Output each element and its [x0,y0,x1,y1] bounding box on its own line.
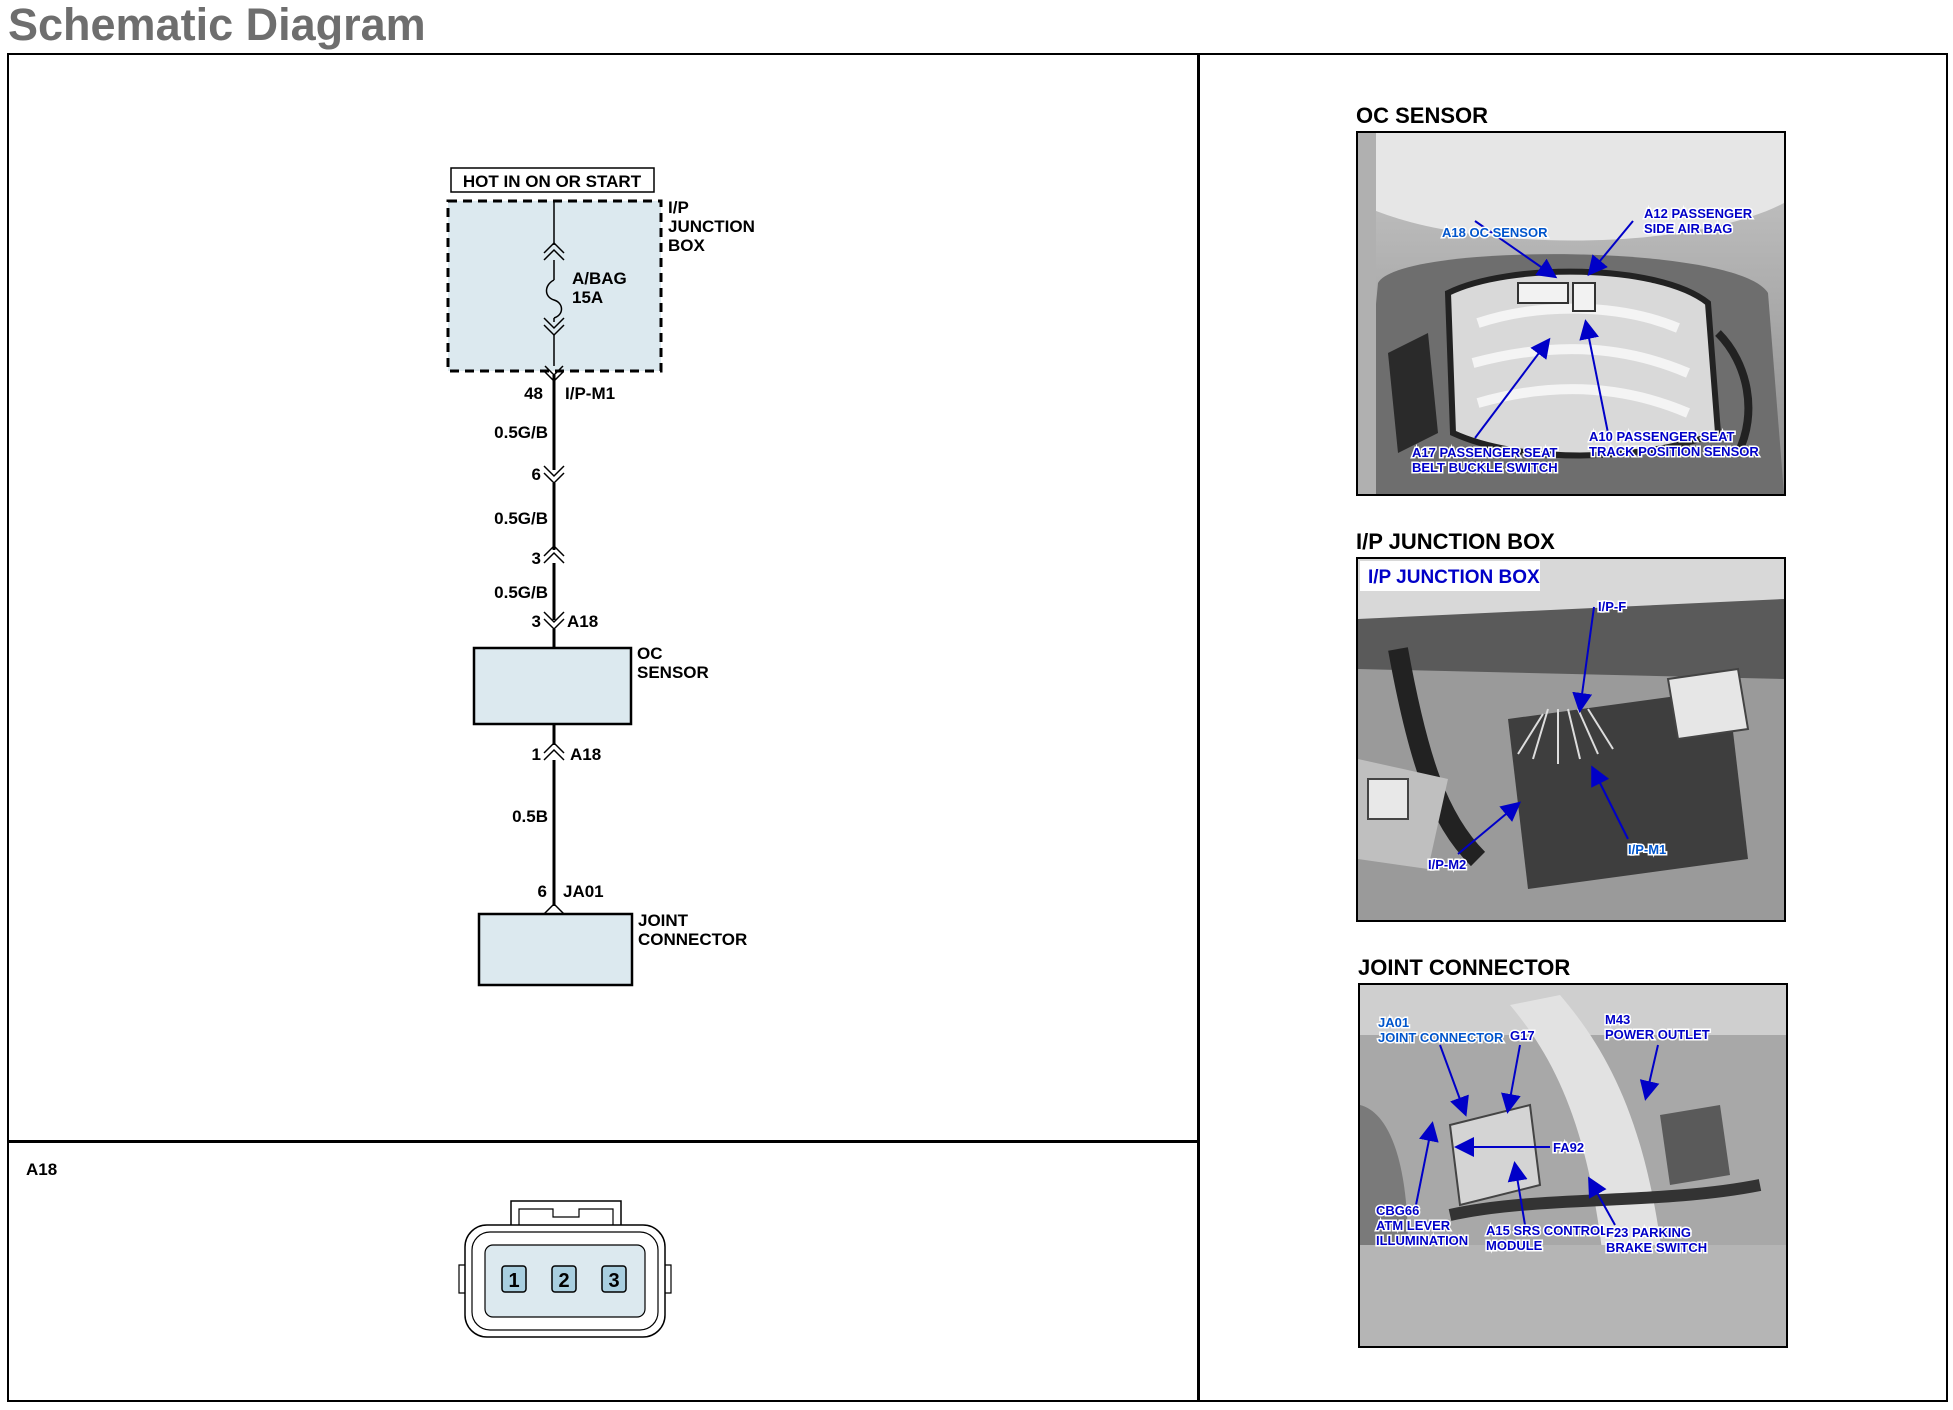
junction-box-label-2: JUNCTION [668,217,755,236]
page-title: Schematic Diagram [8,0,426,50]
connector-pin-2: 2 [558,1270,569,1292]
connector-view-label: A18 [26,1160,58,1179]
wire-2-label: 0.5G/B [494,509,548,528]
conn-ja01: JA01 [563,882,604,901]
pin-6-top: 6 [532,465,541,484]
callout-m43-line1: M43 [1605,1012,1630,1027]
junction-box-label-3: BOX [668,236,706,255]
callout-cbg66-line1: CBG66 [1376,1203,1419,1218]
wiring-schematic: HOT IN ON OR START I/P JUNCTION BOX A/BA… [446,167,755,987]
pin-3-top: 3 [532,549,541,568]
diagram-frame [7,53,1948,1402]
photo-joint-connector[interactable]: JA01 JOINT CONNECTOR G17 M43 POWER OUTLE… [1358,983,1788,1348]
callout-ja01-line1: JA01 [1378,1015,1409,1030]
fuse-icon [545,279,563,319]
joint-connector-label-2: CONNECTOR [638,930,747,949]
callout-ipm1: I/P-M1 [1628,842,1666,857]
pin-6-bottom: 6 [538,882,547,901]
wire-3-label: 0.5G/B [494,583,548,602]
callout-fa92: FA92 [1553,1140,1584,1155]
ja01-connector-icon [543,902,565,915]
joint-connector-label-1: JOINT [638,911,689,930]
photo-title-oc-sensor: OC SENSOR [1356,103,1489,128]
power-label: HOT IN ON OR START [463,172,642,191]
callout-a15-line1: A15 SRS CONTROL [1486,1223,1608,1238]
conn-a18-top: A18 [567,612,598,631]
callout-a12-line1: A12 PASSENGER [1644,206,1753,221]
callout-ipf: I/P-F [1598,599,1626,614]
connector-pin-1: 1 [508,1270,519,1292]
oc-sensor-box[interactable] [472,646,633,726]
callout-cbg66-line3: ILLUMINATION [1376,1233,1468,1248]
callout-a15-line2: MODULE [1486,1238,1543,1253]
photo-title-joint-connector: JOINT CONNECTOR [1358,955,1571,980]
callout-ja01-line2: JOINT CONNECTOR [1378,1030,1504,1045]
junction-box-label-1: I/P [668,198,689,217]
fuse-name: A/BAG [572,269,627,288]
pin-1: 1 [532,745,541,764]
pin-3-bottom: 3 [532,612,541,631]
pin-1-cell[interactable] [501,1265,527,1293]
photo-ip-junction-box[interactable]: I/P JUNCTION BOX I/P-F I/P-M2 I/P-M1 [1356,557,1786,922]
conn-a18-bottom: A18 [570,745,601,764]
callout-cbg66-line2: ATM LEVER [1376,1218,1451,1233]
pin-48: 48 [524,384,543,403]
callout-a17-line2: BELT BUCKLE SWITCH [1412,460,1558,475]
callout-f23-line1: F23 PARKING [1606,1225,1691,1240]
power-label-box [450,167,655,193]
connector-pin-3: 3 [608,1270,619,1292]
callout-a18-oc-sensor: A18 OC SENSOR [1442,225,1548,240]
callout-a10-line1: A10 PASSENGER SEAT [1589,429,1735,444]
horizontal-divider [7,1140,1200,1143]
photo-oc-sensor[interactable]: A18 OC SENSOR A12 PASSENGER SIDE AIR BAG… [1356,131,1786,496]
fuse-rating: 15A [572,288,603,307]
vertical-divider [1197,53,1200,1402]
pin-3-cell[interactable] [601,1265,627,1293]
callout-a17-line1: A17 PASSENGER SEAT [1412,445,1558,460]
oc-sensor-label-2: SENSOR [637,663,709,682]
callout-g17: G17 [1510,1028,1535,1043]
joint-connector-box[interactable] [477,912,634,987]
wire-1-label: 0.5G/B [494,423,548,442]
a18-bottom-connector-icon [543,741,565,761]
callout-m43-line2: POWER OUTLET [1605,1027,1710,1042]
callout-ip-banner: I/P JUNCTION BOX [1368,567,1540,588]
wire-4-label: 0.5B [512,807,548,826]
photo-title-ip-junction-box: I/P JUNCTION BOX [1356,529,1555,554]
conn-ipm1: I/P-M1 [565,384,615,403]
callout-a10-line2: TRACK POSITION SENSOR [1589,444,1759,459]
fuse-top-chevron-icon [543,241,565,261]
callout-f23-line2: BRAKE SWITCH [1606,1240,1707,1255]
oc-sensor-label-1: OC [637,644,663,663]
callout-a12-line2: SIDE AIR BAG [1644,221,1732,236]
callout-ipm2: I/P-M2 [1428,857,1466,872]
pin-2-cell[interactable] [551,1265,577,1293]
pin-3-connector-icon [543,544,565,564]
connector-a18-face[interactable]: 1 2 3 [455,1195,675,1345]
